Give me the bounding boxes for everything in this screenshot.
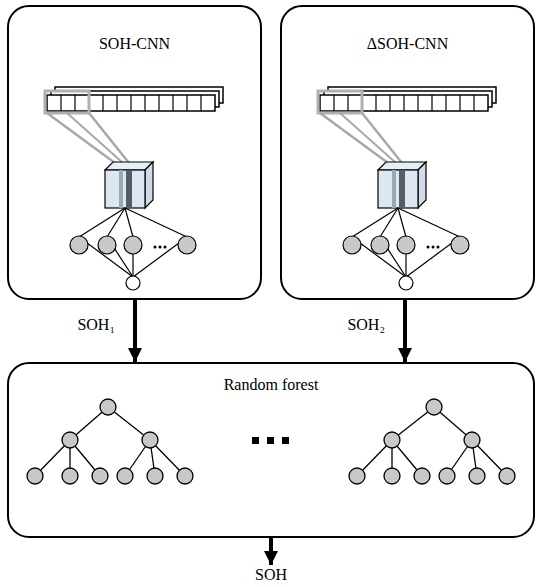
random-forest-trees <box>27 399 515 484</box>
flow-arrow <box>133 300 137 362</box>
flow-arrow <box>403 300 407 362</box>
output-node: SOH <box>245 566 298 587</box>
box-title: ΔSOH-CNN <box>367 35 448 53</box>
ellipsis-dots <box>252 437 289 444</box>
flow-arrow <box>269 538 273 565</box>
ensemble-box: Random forest <box>7 362 535 538</box>
box-title: Random forest <box>224 376 319 394</box>
edge-label: SOH₁ <box>75 316 117 334</box>
edge-label: SOH₂ <box>345 316 387 334</box>
box-title: SOH-CNN <box>99 35 170 53</box>
model-box: ΔSOH-CNN <box>280 5 535 300</box>
output-label: SOH <box>255 566 287 584</box>
model-box: SOH-CNN <box>7 5 262 300</box>
